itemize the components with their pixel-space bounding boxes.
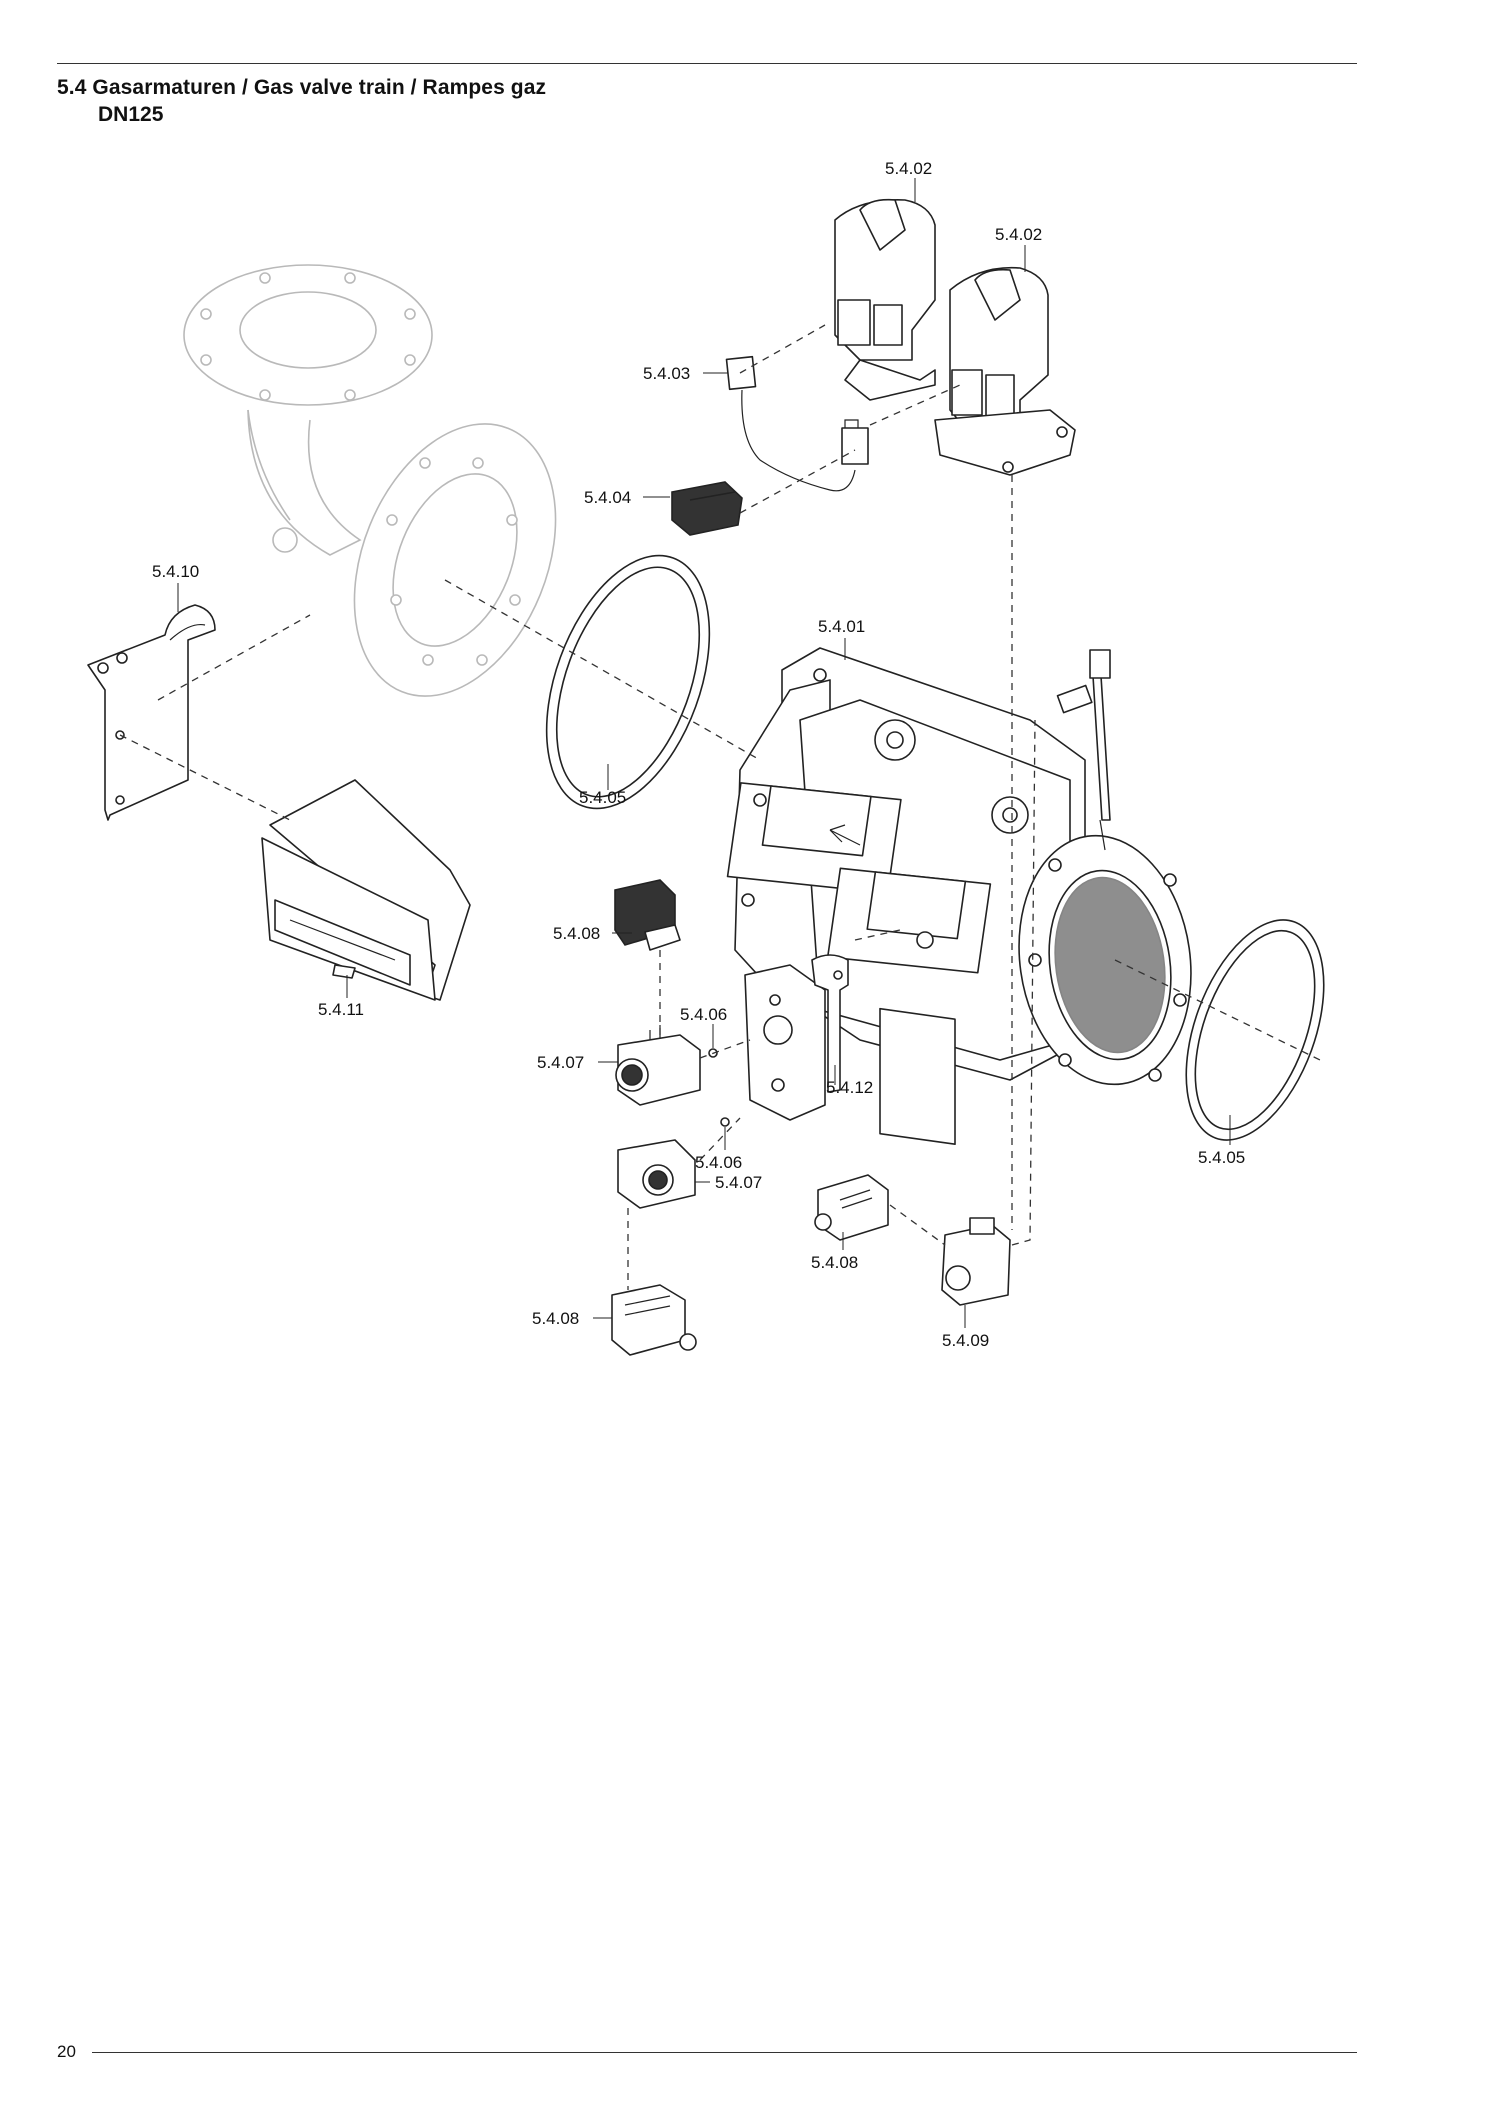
valve-body-5-4-01: [726, 647, 1192, 1146]
coil-plug-5-4-08-middle: [814, 1174, 889, 1241]
bottom-rule: [92, 2052, 1357, 2053]
callout-5-4-07-lower: 5.4.07: [715, 1173, 762, 1192]
callout-5-4-03: 5.4.03: [643, 364, 690, 383]
callout-5-4-06-lower: 5.4.06: [695, 1153, 742, 1172]
callout-5-4-08-lower: 5.4.08: [532, 1309, 579, 1328]
callout-5-4-05-right: 5.4.05: [1198, 1148, 1245, 1167]
leader-lines: [177, 178, 1231, 1328]
plug-5-4-04: [671, 481, 743, 536]
callout-5-4-01: 5.4.01: [818, 617, 865, 636]
callout-5-4-04: 5.4.04: [584, 488, 631, 507]
callout-5-4-08-upper: 5.4.08: [553, 924, 600, 943]
page-subtitle: DN125: [98, 103, 164, 126]
actuator-5-4-02-front: [934, 266, 1076, 476]
callout-5-4-02-rear: 5.4.02: [885, 159, 932, 178]
page-title: 5.4 Gasarmaturen / Gas valve train / Ram…: [57, 76, 547, 99]
callout-5-4-07-upper: 5.4.07: [537, 1053, 584, 1072]
callout-5-4-02-front: 5.4.02: [995, 225, 1042, 244]
callout-5-4-12: 5.4.12: [826, 1078, 873, 1097]
coil-5-4-07-upper: [615, 1025, 701, 1106]
callout-5-4-10: 5.4.10: [152, 562, 199, 581]
assembly-lines: [119, 324, 1321, 1290]
top-rule: [57, 63, 1357, 64]
actuator-5-4-02-rear: [834, 198, 936, 401]
valve-block-5-4-06: [744, 964, 826, 1121]
gasket-5-4-05-left: [545, 554, 711, 810]
callout-5-4-09: 5.4.09: [942, 1331, 989, 1350]
callout-labels: 5.4.02 5.4.02 5.4.03 5.4.04 5.4.10 5.4.0…: [152, 159, 1245, 1350]
control-box-5-4-11: [261, 779, 471, 1001]
bracket-5-4-12: [811, 954, 849, 1093]
coil-plug-5-4-08-upper: [614, 879, 681, 951]
gasket-5-4-05-right: [1185, 919, 1325, 1141]
callout-5-4-06-upper: 5.4.06: [680, 1005, 727, 1024]
bracket-5-4-10: [87, 604, 216, 821]
pressure-switch-5-4-09: [941, 1217, 1011, 1306]
callout-5-4-08-middle: 5.4.08: [811, 1253, 858, 1272]
callout-5-4-05-left: 5.4.05: [579, 788, 626, 807]
elbow-pipe-ghost: [183, 264, 557, 697]
page-number: 20: [57, 2042, 76, 2061]
coil-5-4-07-lower: [617, 1139, 696, 1209]
callout-5-4-11: 5.4.11: [318, 1000, 364, 1019]
seal-5-4-06-lower: [720, 1117, 730, 1127]
coil-plug-5-4-08-lower: [611, 1284, 697, 1356]
